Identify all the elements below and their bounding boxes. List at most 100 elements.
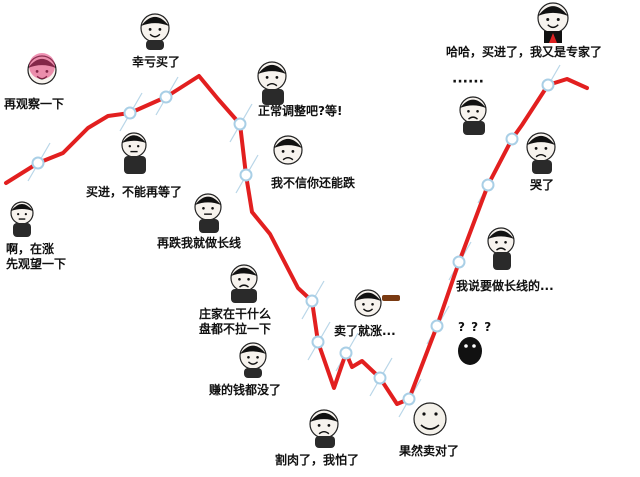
- price-node: [233, 117, 247, 131]
- face-hair: [195, 196, 221, 205]
- meme-face-icon: [537, 2, 569, 34]
- face-mouth: [495, 247, 507, 251]
- meme-face-icon: [121, 132, 147, 158]
- pink-blush: [29, 53, 55, 79]
- face-eye: [434, 412, 438, 416]
- label-buy-in: 买进，不能再等了: [86, 185, 182, 200]
- face-eye: [238, 278, 241, 281]
- face-hair: [460, 99, 486, 108]
- face-hair: [355, 292, 381, 301]
- label-line: ? ? ?: [458, 320, 493, 334]
- face-hair: [488, 230, 514, 239]
- face-eye: [504, 241, 507, 244]
- face-eye: [327, 424, 331, 427]
- meme-face-icon: [526, 132, 556, 162]
- face-hair: [231, 267, 257, 276]
- face-eye: [362, 303, 365, 306]
- label-line: 哈哈，买进了，我又是专家了: [446, 45, 603, 59]
- price-node: [239, 168, 253, 182]
- price-node: [311, 335, 325, 349]
- face-mouth: [547, 24, 559, 29]
- face-eye: [256, 356, 259, 359]
- face-eye: [467, 110, 470, 113]
- face-mouth: [362, 308, 374, 312]
- meme-faces: [10, 2, 569, 448]
- label-observe-more: 再观察一下: [4, 97, 64, 112]
- face-mouth: [318, 431, 330, 435]
- face-eye: [556, 18, 560, 21]
- label-line: 盘都不拉一下: [199, 322, 272, 336]
- smiling-face-icon: [413, 402, 447, 436]
- price-node: [305, 294, 319, 308]
- face-eye: [158, 28, 162, 31]
- meme-body: [315, 436, 335, 448]
- face-eye: [24, 213, 27, 216]
- face-eye: [211, 207, 214, 210]
- price-node: [159, 90, 173, 104]
- label-line: 再观察一下: [4, 97, 65, 111]
- label-dont-believe-it-falls: 我不信你还能跌: [271, 176, 355, 191]
- label-line: 买进，不能再等了: [86, 185, 183, 199]
- label-dealer-question: 庄家在干什么 盘都不拉一下: [199, 307, 271, 337]
- price-node: [402, 392, 416, 406]
- face-eye: [291, 150, 295, 153]
- label-wait-and-watch: 啊，在涨 先观望一下: [6, 242, 66, 272]
- face-eye: [247, 278, 250, 281]
- face-hair: [258, 64, 286, 74]
- face-eye: [476, 110, 479, 113]
- label-line: 我不信你还能跌: [271, 176, 356, 190]
- face-eye: [148, 28, 152, 31]
- meme-body: [199, 219, 219, 233]
- label-line: 先观望一下: [6, 257, 67, 271]
- meme-body: [493, 252, 511, 270]
- face-eye: [371, 303, 374, 306]
- face-eye: [275, 76, 279, 79]
- meme-face-icon: [354, 289, 382, 317]
- face-eye: [544, 147, 548, 150]
- label-line: ······: [452, 74, 484, 90]
- meme-body: [231, 289, 257, 303]
- price-node: [481, 178, 495, 192]
- face-hair: [274, 138, 302, 148]
- meme-face-icon: [194, 193, 222, 221]
- face-eye: [128, 145, 131, 148]
- face-eye: [495, 241, 498, 244]
- label-bought-in-expert: 哈哈，买进了，我又是专家了: [446, 45, 602, 60]
- label-line: 我说要做长线的...: [456, 279, 554, 293]
- price-node: [123, 106, 137, 120]
- label-question-marks: ? ? ?: [458, 320, 492, 335]
- face-eye: [247, 356, 250, 359]
- meme-body: [146, 40, 164, 50]
- face-hair: [240, 345, 266, 354]
- price-node: [452, 255, 466, 269]
- price-node: [541, 78, 555, 92]
- meme-body: [262, 89, 284, 105]
- label-hold-long-term: 再跌我就做长线: [157, 236, 241, 251]
- face-eye: [202, 207, 205, 210]
- meme-body: [124, 156, 146, 174]
- face-eye: [472, 344, 476, 348]
- face-hair: [538, 6, 568, 16]
- shadow-figure-icon: [458, 337, 482, 365]
- face-eye: [546, 18, 550, 21]
- meme-face-icon: [140, 13, 170, 43]
- label-sold-then-rises: 卖了就涨...: [334, 324, 396, 339]
- price-node: [31, 156, 45, 170]
- label-line: 幸亏买了: [132, 55, 181, 69]
- meme-face-icon: [257, 61, 287, 91]
- meme-face-icon: [239, 342, 267, 370]
- face-hair: [310, 412, 338, 422]
- face-mouth: [238, 284, 250, 288]
- label-line: 啊，在涨: [6, 242, 55, 256]
- meme-face-icon: [487, 227, 515, 255]
- face-eye: [281, 150, 285, 153]
- face-eye: [464, 344, 468, 348]
- meme-body: [244, 368, 262, 378]
- label-line: 正常调整吧?等!: [258, 104, 343, 118]
- face-hair: [11, 204, 33, 211]
- price-node: [430, 319, 444, 333]
- face-mouth: [420, 424, 440, 430]
- face-eye: [317, 424, 321, 427]
